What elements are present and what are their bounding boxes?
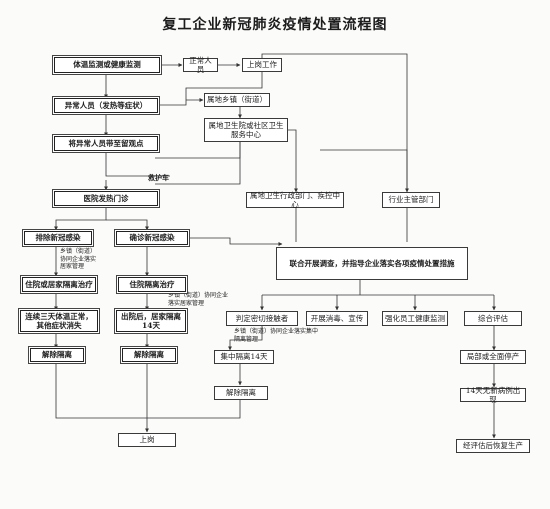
note-town-home-mgmt-1: 乡镇（街道）协同企业落实居家管理 bbox=[60, 248, 97, 270]
node-lift-isolation-3: 解除隔离 bbox=[214, 386, 268, 400]
node-normal: 正常人员 bbox=[183, 56, 218, 74]
node-abnormal: 异常人员（发热等症状） bbox=[54, 98, 158, 113]
node-home-isolation: 住院或居家隔离治疗 bbox=[22, 277, 96, 292]
node-discharged: 出院后，居家隔离14天 bbox=[116, 310, 186, 332]
node-ambulance: 救护车 bbox=[148, 173, 169, 182]
node-health-monitoring: 强化员工健康监测 bbox=[382, 311, 448, 326]
node-temp-check: 体温监测或健康监测 bbox=[54, 57, 160, 73]
node-health-admin: 属地卫生行政部门、疾控中心 bbox=[246, 191, 344, 209]
node-hospital-isolation: 住院隔离治疗 bbox=[118, 277, 186, 292]
node-joint-investigation: 联合开展调查，并指导企业落实各项疫情处置措施 bbox=[276, 247, 468, 280]
node-assessment: 综合评估 bbox=[464, 311, 522, 326]
node-town: 属地乡镇（街道） bbox=[204, 93, 270, 107]
node-industry-dept: 行业主管部门 bbox=[382, 192, 440, 208]
node-resume-production: 经评估后恢复生产 bbox=[456, 439, 530, 453]
node-confirm: 确诊新冠感染 bbox=[116, 231, 188, 245]
node-no-new-cases: 14天无新病例出现 bbox=[460, 386, 526, 404]
node-disinfect: 开展消毒、宣传 bbox=[306, 311, 368, 326]
node-back-to-work: 上岗 bbox=[118, 433, 176, 447]
note-town-central-iso: 乡镇（街道）协同企业落实集中隔离管理 bbox=[234, 328, 319, 343]
node-recovered: 连续三天体温正常，其他症状消失 bbox=[20, 310, 98, 332]
page-title: 复工企业新冠肺炎疫情处置流程图 bbox=[162, 17, 388, 33]
node-health-center: 属地卫生院或社区卫生服务中心 bbox=[204, 118, 288, 142]
node-to-point: 将异常人员带至留观点 bbox=[54, 136, 158, 151]
node-lift-isolation-1: 解除隔离 bbox=[30, 348, 84, 362]
node-work: 上岗工作 bbox=[242, 58, 282, 72]
node-fever-clinic: 医院发热门诊 bbox=[54, 191, 158, 206]
node-partial-stop: 局部或全面停产 bbox=[460, 350, 526, 364]
node-central-isolation: 集中隔离14天 bbox=[214, 350, 274, 364]
node-exclude: 排除新冠感染 bbox=[24, 231, 92, 245]
node-trace-contacts: 判定密切接触者 bbox=[226, 311, 298, 326]
node-lift-isolation-2: 解除隔离 bbox=[122, 348, 176, 362]
note-town-home-mgmt-2: 乡镇（街道）协同企业落实居家管理 bbox=[168, 292, 229, 307]
